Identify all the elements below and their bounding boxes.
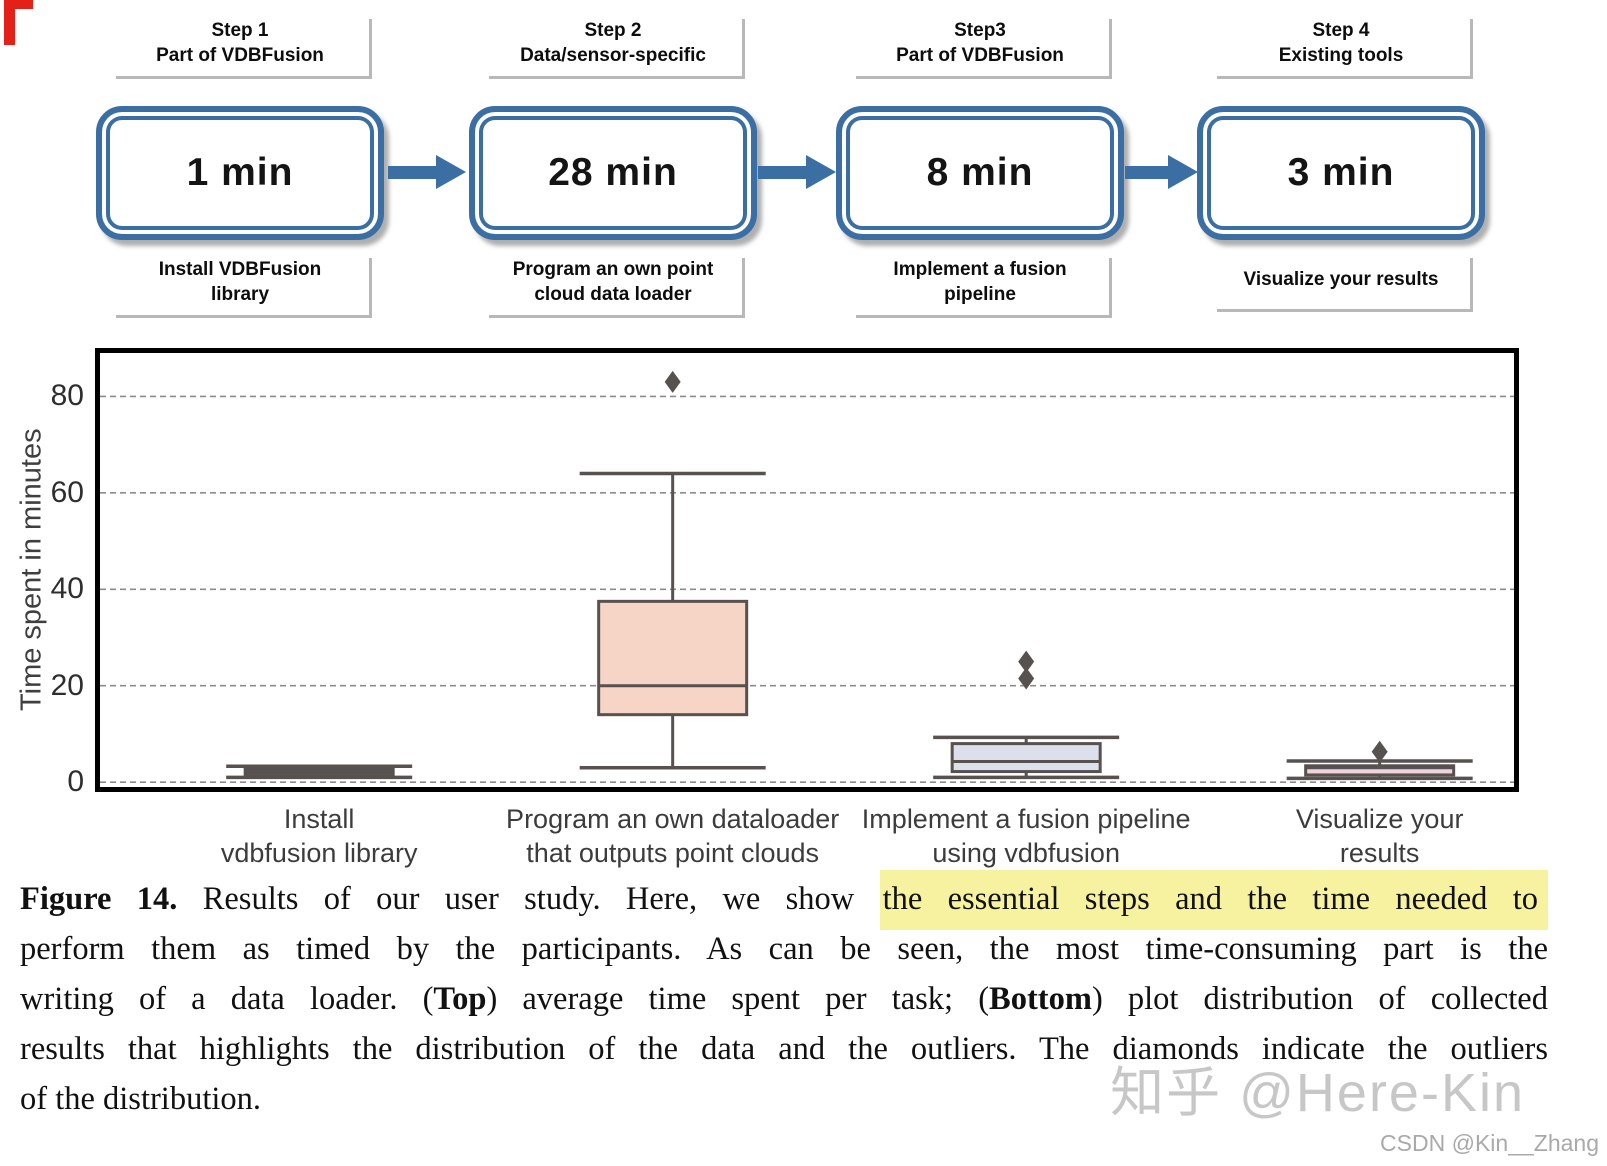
caption-highlight: the essential steps and the time needed … bbox=[879, 870, 1548, 930]
caption-text: ) plot distribution of collected bbox=[1091, 981, 1548, 1017]
caption-text: results that highlights the distribution… bbox=[20, 1031, 1548, 1067]
y-tick-label: 0 bbox=[67, 765, 84, 799]
caption-line: results that highlights the distribution… bbox=[20, 1024, 1548, 1074]
outlier-diamond-icon bbox=[1018, 650, 1035, 673]
flow-arrow-icon bbox=[388, 166, 436, 179]
step4-description: Visualize your results bbox=[1212, 253, 1470, 309]
step3-description: Implement a fusion pipeline bbox=[851, 253, 1109, 315]
outlier-diamond-icon bbox=[664, 370, 681, 393]
caption-line: Figure 14. Results of our user study. He… bbox=[20, 870, 1548, 930]
caption-line: of the distribution. bbox=[20, 1074, 1548, 1124]
outlier-diamond-icon bbox=[1371, 740, 1388, 763]
step1-header: Step 1 Part of VDBFusion bbox=[111, 14, 369, 76]
figure-caption: Figure 14. Results of our user study. He… bbox=[20, 870, 1548, 1124]
step3-time: 8 min bbox=[926, 151, 1034, 194]
x-category-label: Implement a fusion pipeline using vdbfus… bbox=[861, 804, 1191, 868]
caption-text: ) average time spent per task; ( bbox=[486, 981, 990, 1017]
flow-arrowhead-icon bbox=[436, 155, 466, 189]
caption-text: Figure 14. bbox=[20, 881, 178, 917]
step4-header: Step 4 Existing tools bbox=[1212, 14, 1470, 76]
step3-header: Step3 Part of VDBFusion bbox=[851, 14, 1109, 76]
flow-arrowhead-icon bbox=[806, 155, 836, 189]
x-category-label: Install vdbfusion library bbox=[220, 804, 418, 868]
caption-text: Results of our user study. Here, we show bbox=[177, 881, 880, 917]
caption-text: of the distribution. bbox=[20, 1081, 262, 1117]
y-tick-label: 60 bbox=[50, 475, 84, 509]
caption-text: Bottom bbox=[989, 981, 1092, 1017]
flow-arrow-icon bbox=[758, 166, 806, 179]
caption-text: writing of a data loader. ( bbox=[20, 981, 434, 1017]
flow-arrowhead-icon bbox=[1168, 155, 1198, 189]
outlier-diamond-icon bbox=[1018, 667, 1035, 690]
y-tick-label: 40 bbox=[50, 572, 84, 606]
caption-line: writing of a data loader. (Top) average … bbox=[20, 974, 1548, 1024]
box bbox=[1304, 764, 1456, 777]
red-corner-mark-icon bbox=[4, 0, 33, 45]
csdn-watermark: CSDN @Kin__Zhang bbox=[1380, 1130, 1599, 1156]
step2-time-box: 28 min bbox=[469, 106, 757, 240]
caption-line: perform them as timed by the participant… bbox=[20, 924, 1548, 974]
step1-time: 1 min bbox=[186, 151, 294, 194]
zhihu-watermark: 知乎 @Here-Kin bbox=[1110, 1063, 1525, 1123]
caption-text: perform them as timed by the participant… bbox=[20, 931, 1548, 967]
step1-description: Install VDBFusion library bbox=[111, 253, 369, 315]
step2-description: Program an own point cloud data loader bbox=[484, 253, 742, 315]
flow-arrow-icon bbox=[1125, 166, 1168, 179]
step2-header: Step 2 Data/sensor-specific bbox=[484, 14, 742, 76]
step3-time-box: 8 min bbox=[836, 106, 1124, 240]
boxplot-canvas bbox=[100, 370, 1514, 783]
step4-time: 3 min bbox=[1287, 151, 1395, 194]
boxplot-frame bbox=[95, 348, 1519, 792]
step4-time-box: 3 min bbox=[1197, 106, 1485, 240]
step2-time: 28 min bbox=[548, 151, 678, 194]
y-tick-label: 80 bbox=[50, 379, 84, 413]
box bbox=[950, 742, 1102, 774]
x-category-label: Visualize your results bbox=[1295, 804, 1464, 868]
caption-text: Top bbox=[433, 981, 487, 1017]
x-category-label: Program an own dataloader that outputs p… bbox=[506, 804, 840, 868]
box bbox=[597, 599, 749, 717]
y-axis-label: Time spent in minutes bbox=[15, 428, 48, 712]
step1-time-box: 1 min bbox=[96, 106, 384, 240]
y-tick-label: 20 bbox=[50, 668, 84, 702]
